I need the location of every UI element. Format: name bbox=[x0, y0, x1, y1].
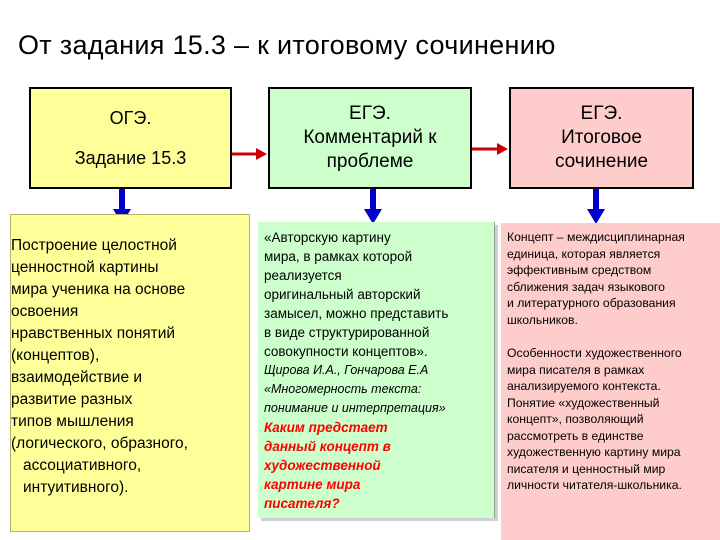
concept-line: эффективным средством bbox=[507, 263, 652, 277]
question-line: писателя? bbox=[264, 496, 340, 511]
ege-comment-line1: ЕГЭ. bbox=[349, 103, 391, 124]
concept-line: и литературного образования bbox=[507, 296, 676, 310]
quote-line: мира, в рамках которой bbox=[264, 249, 413, 264]
oge-text-line: нравственных понятий bbox=[11, 325, 176, 342]
ege-comment-panel: «Авторскую картину мира, в рамках которо… bbox=[258, 222, 495, 518]
oge-box: ОГЭ. Задание 15.3 bbox=[29, 87, 232, 189]
concept-line: Концепт – междисциплинарная bbox=[507, 230, 685, 244]
ege-essay-panel: Концепт – междисциплинарная единица, кот… bbox=[501, 223, 720, 540]
oge-text-line: взаимодействие и bbox=[11, 369, 143, 386]
oge-box-line1: ОГЭ. bbox=[109, 108, 152, 128]
ege-comment-line3: проблеме bbox=[326, 151, 414, 172]
citation-line: Щирова И.А., Гончарова Е.А bbox=[264, 363, 429, 377]
features-line: рассмотреть в единстве bbox=[507, 428, 644, 443]
citation-line: «Многомерность текста: bbox=[264, 382, 422, 396]
slide-title: От задания 15.3 – к итоговому сочинению bbox=[18, 30, 556, 60]
oge-text-line: мира ученика на основе bbox=[11, 281, 186, 298]
features-line: анализируемого контекста. bbox=[507, 379, 661, 393]
citation-line: понимание и интерпретация» bbox=[264, 401, 446, 415]
features-line: Понятие «художественный bbox=[507, 395, 660, 410]
concept-line: школьников. bbox=[507, 312, 578, 327]
question-line: картине мира bbox=[264, 477, 361, 492]
oge-text-line: (концептов), bbox=[11, 347, 100, 364]
concept-line: сближения задач языкового bbox=[507, 279, 665, 294]
quote-line: в виде структурированной bbox=[264, 325, 430, 340]
ege-essay-box: ЕГЭ. Итоговое сочинение bbox=[509, 87, 694, 189]
quote-line: реализуется bbox=[264, 268, 342, 283]
quote-line: совокупности концептов». bbox=[264, 344, 428, 359]
features-line: мира писателя в рамках bbox=[507, 362, 645, 377]
question-line: Каким предстает bbox=[264, 420, 388, 435]
oge-text-line: типов мышления bbox=[11, 413, 134, 430]
quote-line: «Авторскую картину bbox=[264, 230, 391, 245]
oge-text-line: ассоциативного, bbox=[23, 457, 142, 474]
oge-description-panel: Построение целостной ценностной картины … bbox=[10, 214, 250, 532]
ege-essay-line2: Итоговое bbox=[561, 127, 642, 148]
oge-text-line: Построение целостной bbox=[11, 237, 177, 254]
quote-line: оригинальный авторский bbox=[264, 287, 421, 302]
oge-box-line2: Задание 15.3 bbox=[74, 148, 187, 168]
oge-text-line: ценностной картины bbox=[11, 259, 159, 276]
features-line: писателя и ценностный мир bbox=[507, 461, 666, 476]
paragraph-gap bbox=[507, 328, 720, 345]
ege-comment-box: ЕГЭ. Комментарий к проблеме bbox=[268, 87, 472, 189]
arrow-right-icon bbox=[472, 143, 508, 155]
oge-text-line: (логического, образного, bbox=[11, 435, 188, 452]
arrow-down-icon bbox=[587, 189, 605, 224]
features-line: художественную картину мира bbox=[507, 445, 681, 459]
question-line: данный концепт в bbox=[264, 439, 391, 454]
features-line: личности читателя-школьника. bbox=[507, 478, 682, 492]
oge-text-line: интуитивного). bbox=[23, 479, 129, 496]
concept-line: единица, которая является bbox=[507, 246, 661, 261]
features-line: Особенности художественного bbox=[507, 346, 682, 360]
oge-text-line: развитие разных bbox=[11, 391, 133, 408]
oge-text-line: освоения bbox=[11, 303, 79, 320]
arrow-down-icon bbox=[364, 189, 382, 224]
quote-line: замысел, можно представить bbox=[264, 306, 449, 321]
features-line: концепт», позволяющий bbox=[507, 412, 644, 426]
arrow-right-icon bbox=[232, 148, 267, 160]
ege-essay-line3: сочинение bbox=[554, 151, 649, 172]
question-line: художественной bbox=[264, 458, 381, 473]
ege-comment-line2: Комментарий к bbox=[303, 127, 437, 148]
ege-essay-line1: ЕГЭ. bbox=[580, 103, 623, 124]
